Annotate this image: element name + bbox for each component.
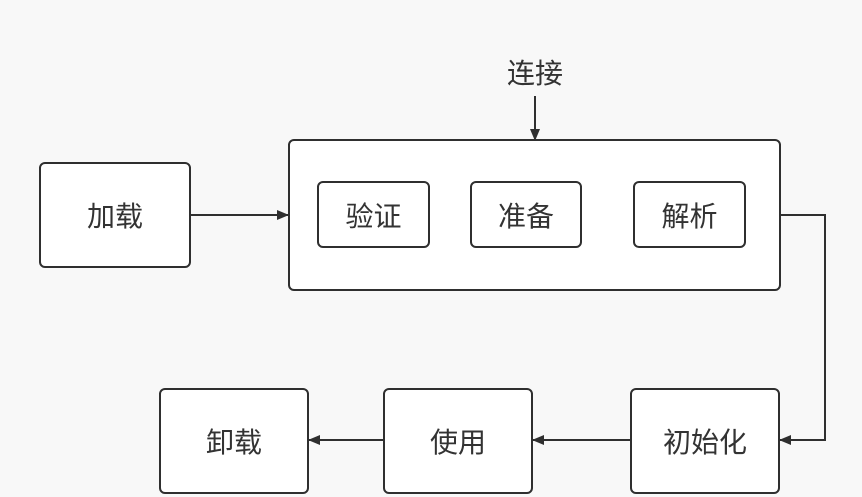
resolve-node-label: 解析: [661, 199, 718, 233]
unload-node-label: 卸载: [205, 426, 262, 459]
load-node: 加载: [39, 162, 191, 268]
prepare-node: 准备: [470, 181, 582, 248]
load-node-label: 加载: [86, 200, 143, 233]
prepare-node-label: 准备: [497, 199, 554, 233]
verify-node: 验证: [317, 181, 430, 248]
use-node: 使用: [383, 388, 533, 494]
use-node-label: 使用: [429, 426, 486, 459]
initialize-node-label: 初始化: [662, 426, 747, 459]
connect-label: 连接: [506, 57, 563, 90]
resolve-node: 解析: [633, 181, 746, 248]
verify-node-label: 验证: [345, 199, 402, 233]
edge-connect-to-initialize: [779, 214, 826, 445]
initialize-node: 初始化: [630, 388, 780, 494]
unload-node: 卸载: [159, 388, 309, 494]
